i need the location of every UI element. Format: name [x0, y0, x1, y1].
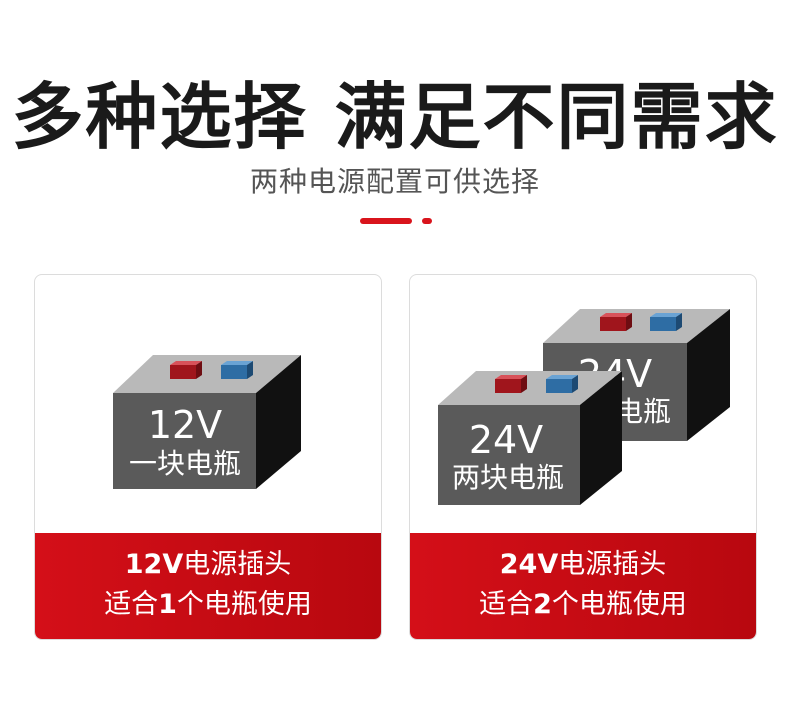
- battery-side-face: [256, 355, 301, 489]
- battery-top-face: [113, 355, 301, 393]
- usage-line: 适合2个电瓶使用: [410, 585, 756, 625]
- negative-terminal: [650, 317, 676, 331]
- usage-count: 1: [158, 589, 177, 620]
- battery-count-label-front: 两块电瓶: [452, 461, 564, 494]
- usage-count: 2: [533, 589, 552, 620]
- battery-front-face: [438, 405, 580, 505]
- single-battery-illustration: 12V 一块电瓶: [113, 355, 301, 489]
- positive-terminal: [600, 317, 626, 331]
- battery-side-face: [687, 309, 730, 441]
- battery-count-label: 一块电瓶: [129, 447, 241, 480]
- plug-line: 12V电源插头: [35, 545, 381, 585]
- accent-divider-dot: [422, 218, 432, 224]
- battery-icon-front: 24V 两块电瓶: [438, 371, 622, 505]
- negative-terminal: [221, 365, 247, 379]
- battery-front-face: [113, 393, 256, 489]
- usage-line: 适合1个电瓶使用: [35, 585, 381, 625]
- plug-line: 24V电源插头: [410, 545, 756, 585]
- option-card-24v: 24V 两块电瓶 24V 两块电瓶 24V电源插头 适合2个电瓶使用: [409, 274, 757, 640]
- usage-prefix: 适合: [479, 589, 534, 620]
- battery-side-face: [580, 371, 622, 505]
- positive-terminal: [170, 365, 196, 379]
- usage-suffix: 个电瓶使用: [551, 589, 687, 620]
- battery-voltage-label-front: 24V: [469, 418, 543, 462]
- positive-terminal: [495, 379, 521, 393]
- page-title: 多种选择 满足不同需求: [11, 75, 779, 159]
- double-battery-illustration: 24V 两块电瓶 24V 两块电瓶: [438, 309, 730, 505]
- option-card-12v: 12V 一块电瓶 12V电源插头 适合1个电瓶使用: [34, 274, 382, 640]
- negative-terminal: [546, 379, 572, 393]
- plug-label: 电源插头: [183, 549, 292, 580]
- battery-top-face: [543, 309, 730, 343]
- usage-suffix: 个电瓶使用: [176, 589, 312, 620]
- usage-prefix: 适合: [104, 589, 159, 620]
- plug-voltage: 12V: [124, 549, 184, 580]
- plug-voltage: 24V: [499, 549, 559, 580]
- accent-divider-long: [360, 218, 412, 224]
- battery-icon: 12V 一块电瓶: [113, 355, 301, 489]
- card-footer-12v: 12V电源插头 适合1个电瓶使用: [35, 533, 381, 639]
- page-subtitle: 两种电源配置可供选择: [249, 165, 540, 198]
- card-footer-24v: 24V电源插头 适合2个电瓶使用: [410, 533, 756, 639]
- plug-label: 电源插头: [558, 549, 667, 580]
- battery-voltage-label: 12V: [148, 403, 222, 447]
